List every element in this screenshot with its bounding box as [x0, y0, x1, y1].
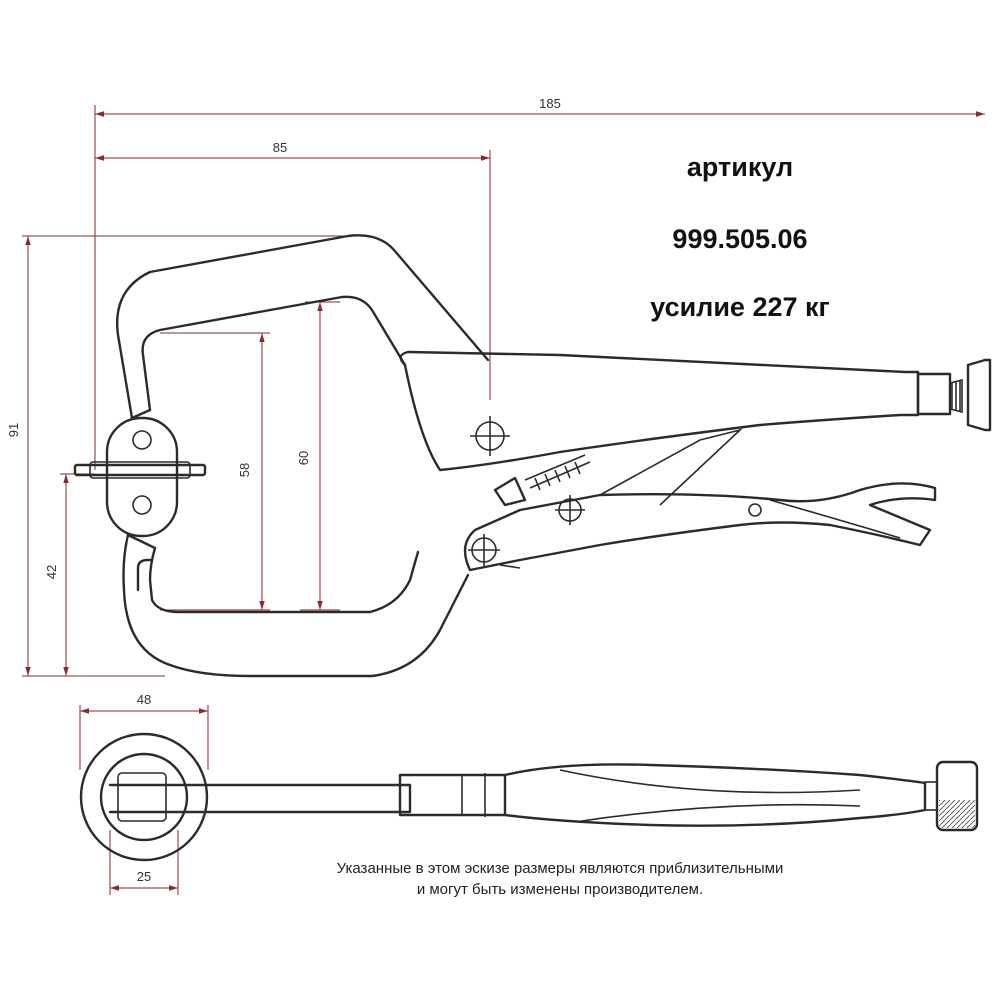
c-frame — [116, 234, 490, 678]
pad-front-view — [79, 732, 209, 862]
dim-label-58: 58 — [237, 463, 252, 477]
dimension-42: 42 — [44, 473, 95, 676]
dim-label-42: 42 — [44, 565, 59, 579]
lower-handle — [463, 428, 937, 572]
upper-handle — [399, 350, 992, 472]
disclaimer-line-1: Указанные в этом эскизе размеры являются… — [336, 860, 784, 877]
swivel-pad-bracket — [73, 416, 207, 538]
dimension-85: 85 — [95, 140, 491, 400]
article-number: 999.505.06 — [672, 224, 808, 254]
dim-label-91: 91 — [6, 423, 21, 437]
dimension-58: 58 — [160, 332, 270, 611]
dimension-25: 25 — [109, 830, 179, 895]
dimension-48: 48 — [79, 692, 209, 770]
disclaimer-note: Указанные в этом эскизе размеры являются… — [240, 858, 880, 900]
dimension-91: 91 — [6, 235, 370, 677]
dim-label-60: 60 — [296, 451, 311, 465]
dim-label-48: 48 — [137, 692, 151, 707]
article-label: артикул — [686, 152, 794, 182]
disclaimer-line-2: и могут быть изменены производителем. — [416, 881, 704, 898]
dim-label-25: 25 — [137, 869, 151, 884]
dimension-185: 185 — [94, 96, 985, 470]
dim-label-185: 185 — [539, 96, 561, 111]
clamp-top-view — [108, 760, 979, 832]
dim-label-85: 85 — [273, 140, 287, 155]
clamping-force: усилие 227 кг — [650, 292, 830, 322]
dimension-60: 60 — [296, 301, 340, 611]
